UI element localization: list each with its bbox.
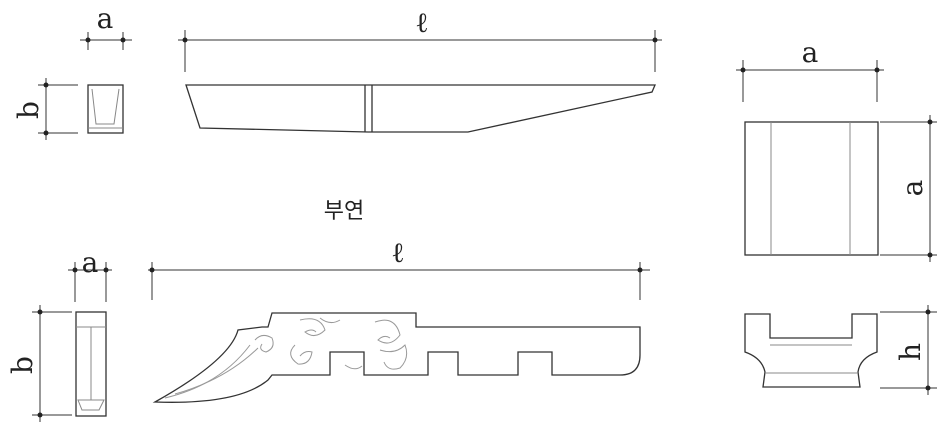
- carving-scroll-2: [290, 344, 313, 365]
- caption-buyeon: 부연: [324, 199, 364, 224]
- bracket-elevation-view: ℓ: [148, 236, 650, 403]
- capital-profile: [744, 313, 878, 388]
- label-l-bottom: ℓ: [391, 236, 404, 269]
- square-plan-view: a a: [736, 36, 937, 262]
- capital-profile-view: h: [744, 305, 937, 395]
- carving-scroll-4: [374, 319, 401, 344]
- bracket-section-view: a b: [6, 246, 112, 422]
- label-l-top: ℓ: [415, 6, 428, 39]
- buyeon-profile: [185, 84, 656, 133]
- bracket-profile: [152, 312, 641, 403]
- label-a-right-top: a: [802, 36, 819, 69]
- label-a-bottom-left: a: [82, 246, 99, 279]
- carving-line-2: [174, 347, 259, 395]
- buyeon-section-rect: [87, 84, 124, 134]
- carving-line-1: [164, 344, 251, 399]
- square-plan-rect: [744, 121, 879, 256]
- carving-scroll-3: [254, 334, 274, 353]
- carving-scroll-5: [379, 344, 408, 370]
- label-a-top-left: a: [97, 2, 114, 35]
- label-h: h: [894, 343, 927, 361]
- label-b-top-left: b: [12, 101, 45, 119]
- label-a-right-vertical: a: [896, 180, 929, 197]
- buyeon-elevation-view: ℓ: [178, 6, 662, 133]
- buyeon-section-view: a b: [12, 2, 132, 140]
- carving-scroll-1: [299, 318, 326, 336]
- label-b-bottom-left: b: [6, 356, 39, 374]
